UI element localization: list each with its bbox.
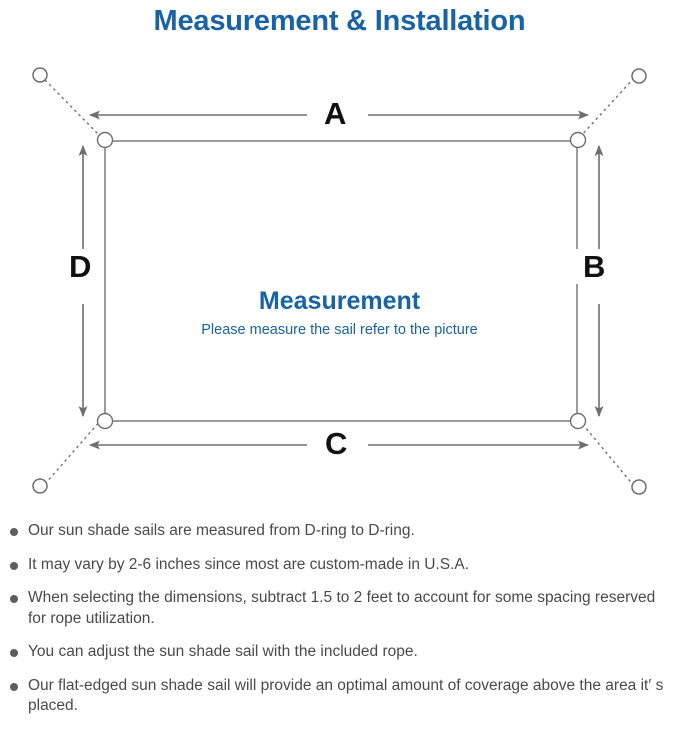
page-title: Measurement & Installation [153,5,526,37]
bottom-right-anchor-ring [631,479,647,495]
note-text: Our sun shade sails are measured from D-… [28,522,415,539]
dimension-label-a: A [317,96,354,131]
shade-sail-body [104,140,578,422]
note-text: It may vary by 2-6 inches since most are… [28,555,470,573]
rope-line-bottom-right [579,420,635,487]
dimension-label-d: D [62,249,99,284]
list-item: You can adjust the sun shade sail with t… [0,642,679,663]
top-left-d-ring [96,131,114,149]
bottom-left-anchor-ring [32,478,48,494]
bullet-icon [10,682,18,691]
rope-line-top-left [44,79,102,138]
list-item: Our flat-edged sun shade sail will provi… [0,676,679,717]
list-item: Our sun shade sails are measured from D-… [0,521,679,542]
sail-measurement-diagram: A B C D Measurement Please measure the s… [0,46,679,511]
bottom-right-d-ring [569,412,587,430]
top-right-d-ring [569,131,587,149]
list-item: It may vary by 2-6 inches since most are… [0,555,679,576]
top-right-anchor-ring [631,68,647,84]
note-text: When selecting the dimensions, subtract … [28,589,656,627]
list-item: When selecting the dimensions, subtract … [0,588,679,629]
rope-line-bottom-left [44,419,102,485]
note-text: Our flat-edged sun shade sail will provi… [28,676,664,715]
notes-list: Our sun shade sails are measured from D-… [0,521,679,730]
diagram-svg [32,67,647,495]
bottom-left-d-ring [96,412,114,430]
top-left-anchor-ring [32,67,48,83]
rope-line-top-right [579,77,635,138]
note-text: You can adjust the sun shade sail with t… [28,643,418,660]
dimension-label-b: B [576,249,613,284]
bullet-icon [10,561,18,570]
dimension-label-c: C [318,426,355,461]
bullet-icon [10,528,18,536]
bullet-icon [10,595,18,603]
bullet-icon [10,649,18,657]
